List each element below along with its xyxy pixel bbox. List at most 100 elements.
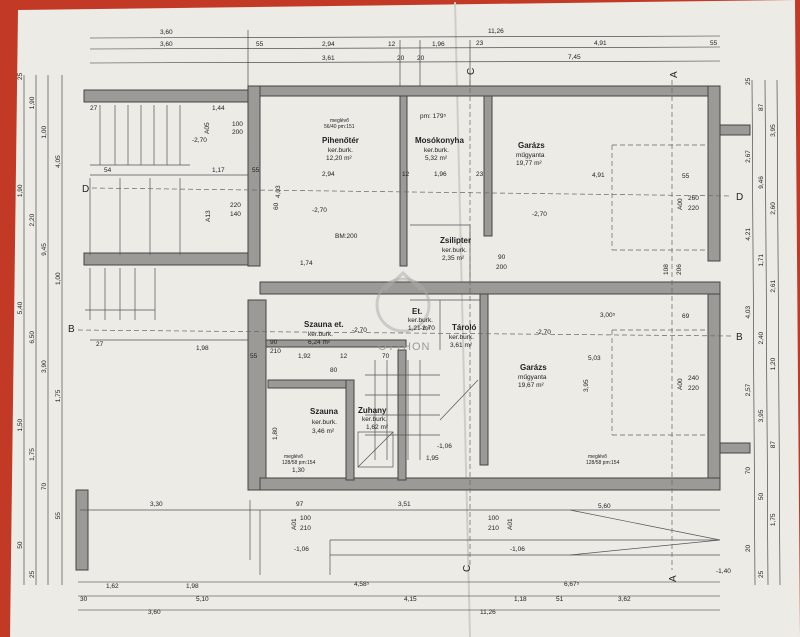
room-area: 3,61 m²	[450, 342, 473, 349]
side-dim-text: 25	[17, 72, 24, 80]
existing-note: meglévő	[588, 454, 607, 460]
tag-id: A00	[677, 198, 684, 210]
tag-h: 220	[688, 205, 699, 212]
dim-text: 60	[273, 202, 280, 210]
axis-a-bottom: A	[668, 575, 679, 582]
side-dim-text: 1,20	[770, 357, 777, 370]
side-dim-text: 1,75	[29, 448, 36, 461]
dim-text: 3,62	[618, 596, 631, 603]
dim-text: 200	[496, 264, 507, 271]
side-dim-text: 2,40	[758, 331, 765, 344]
tag-id: A05	[204, 122, 211, 134]
dim-text: 1,44	[212, 105, 225, 112]
room-finish: ker.burk.	[328, 147, 353, 154]
side-dim-text: 4,21	[745, 228, 752, 241]
side-dim-text: 20	[745, 544, 752, 552]
existing-note: 56/40 pm:151	[324, 124, 355, 130]
dim-text: 11,26	[488, 28, 504, 35]
side-dim-text: 2,60	[770, 202, 777, 215]
level-marker: -1,06	[294, 546, 309, 553]
side-dim-text: 1,71	[758, 254, 765, 267]
dim-text: 3,60	[160, 29, 173, 36]
tag-h: 200	[232, 129, 243, 136]
dim-text: 27	[96, 341, 104, 348]
room-finish: műgyanta	[516, 152, 545, 159]
plan-notes: pm: 179⁵ BM:200 meglévő 56/40 pm:151 meg…	[282, 113, 620, 466]
dim-text: 1,80	[272, 427, 279, 440]
level-marker: -1,06	[510, 546, 525, 553]
bottom-dimensions: 1,62 1,98 4,58⁵ 6,67⁵ 30 5,10 4,15 1,18 …	[78, 581, 720, 616]
existing-note: 128/58 pm:154	[586, 460, 620, 466]
side-dim-text: 55	[55, 512, 62, 520]
stairs-lower	[85, 268, 156, 320]
room-mosokonyha: Mosókonyha ker.burk. 5,32 m²	[415, 136, 464, 162]
dim-text: 90	[270, 339, 278, 346]
watermark-text: OTTHON	[378, 341, 430, 353]
shower-tray	[357, 431, 394, 468]
dim-text: 11,26	[480, 609, 496, 616]
side-dim-text: 2,67	[745, 150, 752, 163]
side-dim-text: 3,95	[770, 124, 777, 137]
dim-text: 55	[710, 40, 718, 47]
dim-text: 108	[663, 264, 670, 275]
dim-text: 23	[476, 171, 484, 178]
room-finish: ker.burk.	[408, 317, 433, 324]
dim-text: 2,94	[322, 171, 335, 178]
right-dimension-labels: 25873,952,679,462,604,211,712,614,032,40…	[745, 77, 777, 578]
side-dim-text: 9,45	[41, 243, 48, 256]
side-dim-text: 25	[29, 570, 36, 578]
room-name: Zuhany	[358, 406, 387, 415]
tag-w: 100	[488, 515, 499, 522]
room-name: Garázs	[520, 363, 547, 372]
level-markers: -2,70 -2,70 -2,70 -2,70 -2,70 -2,70 -1,0…	[192, 137, 731, 575]
dim-text: 12	[340, 353, 348, 360]
dim-text: 3,60	[160, 41, 173, 48]
existing-note: meglévő	[284, 454, 303, 460]
level-marker: -2,70	[532, 211, 547, 218]
room-area: 12,20 m²	[326, 155, 352, 162]
dim-text: 80	[330, 367, 338, 374]
dim-text: 3,30	[150, 501, 163, 508]
dim-text: 51	[556, 596, 564, 603]
dim-text: 2,94	[322, 41, 335, 48]
axis-c-top: C	[466, 68, 477, 75]
side-dim-text: 6,50	[29, 331, 36, 344]
axis-b-right: B	[736, 332, 743, 343]
dim-text: 210	[270, 348, 281, 355]
side-dim-text: 1,50	[17, 418, 24, 431]
paper-fold-line	[454, 1, 471, 637]
side-dim-text: 2,20	[29, 213, 36, 226]
dim-text: 5,60	[598, 503, 611, 510]
dim-text: 4,15	[404, 596, 417, 603]
existing-note: 128/58 pm:154	[282, 460, 316, 466]
room-area: 6,24 m²	[308, 339, 331, 346]
tag-w: 240	[688, 375, 699, 382]
dim-text: 20	[397, 55, 405, 62]
room-name: Szauna	[310, 407, 339, 416]
side-dim-text: 1,90	[17, 184, 24, 197]
room-finish: ker.burk.	[424, 147, 449, 154]
side-dim-text: 50	[758, 493, 765, 501]
left-dimension-labels: 251,901,004,051,902,209,451,005,406,503,…	[17, 72, 62, 578]
room-pihenoter: Pihenőtér ker.burk. 12,20 m²	[322, 136, 359, 162]
dim-text: 97	[296, 501, 304, 508]
dim-text: 5,10	[196, 596, 209, 603]
tag-h: 210	[488, 525, 499, 532]
pm-note: pm: 179⁵	[420, 113, 446, 120]
dim-text: 54	[104, 167, 112, 174]
axis-b-left: B	[68, 324, 75, 335]
dim-text: 12	[388, 41, 396, 48]
side-dim-text: 70	[41, 483, 48, 491]
dim-text: 5,03	[588, 355, 601, 362]
dim-text: 3,00⁵	[600, 312, 616, 319]
dim-text: 4,91	[592, 172, 605, 179]
dim-text: 4,58⁵	[354, 581, 370, 588]
dim-text: 55	[252, 167, 260, 174]
door-tag-a01-left: A01 100 210	[291, 515, 311, 532]
room-finish: ker.burk.	[449, 334, 474, 341]
tag-w: 260	[688, 195, 699, 202]
room-area: 3,46 m²	[312, 428, 335, 435]
room-area: 1,62 m²	[366, 424, 389, 431]
tag-h: 210	[300, 525, 311, 532]
